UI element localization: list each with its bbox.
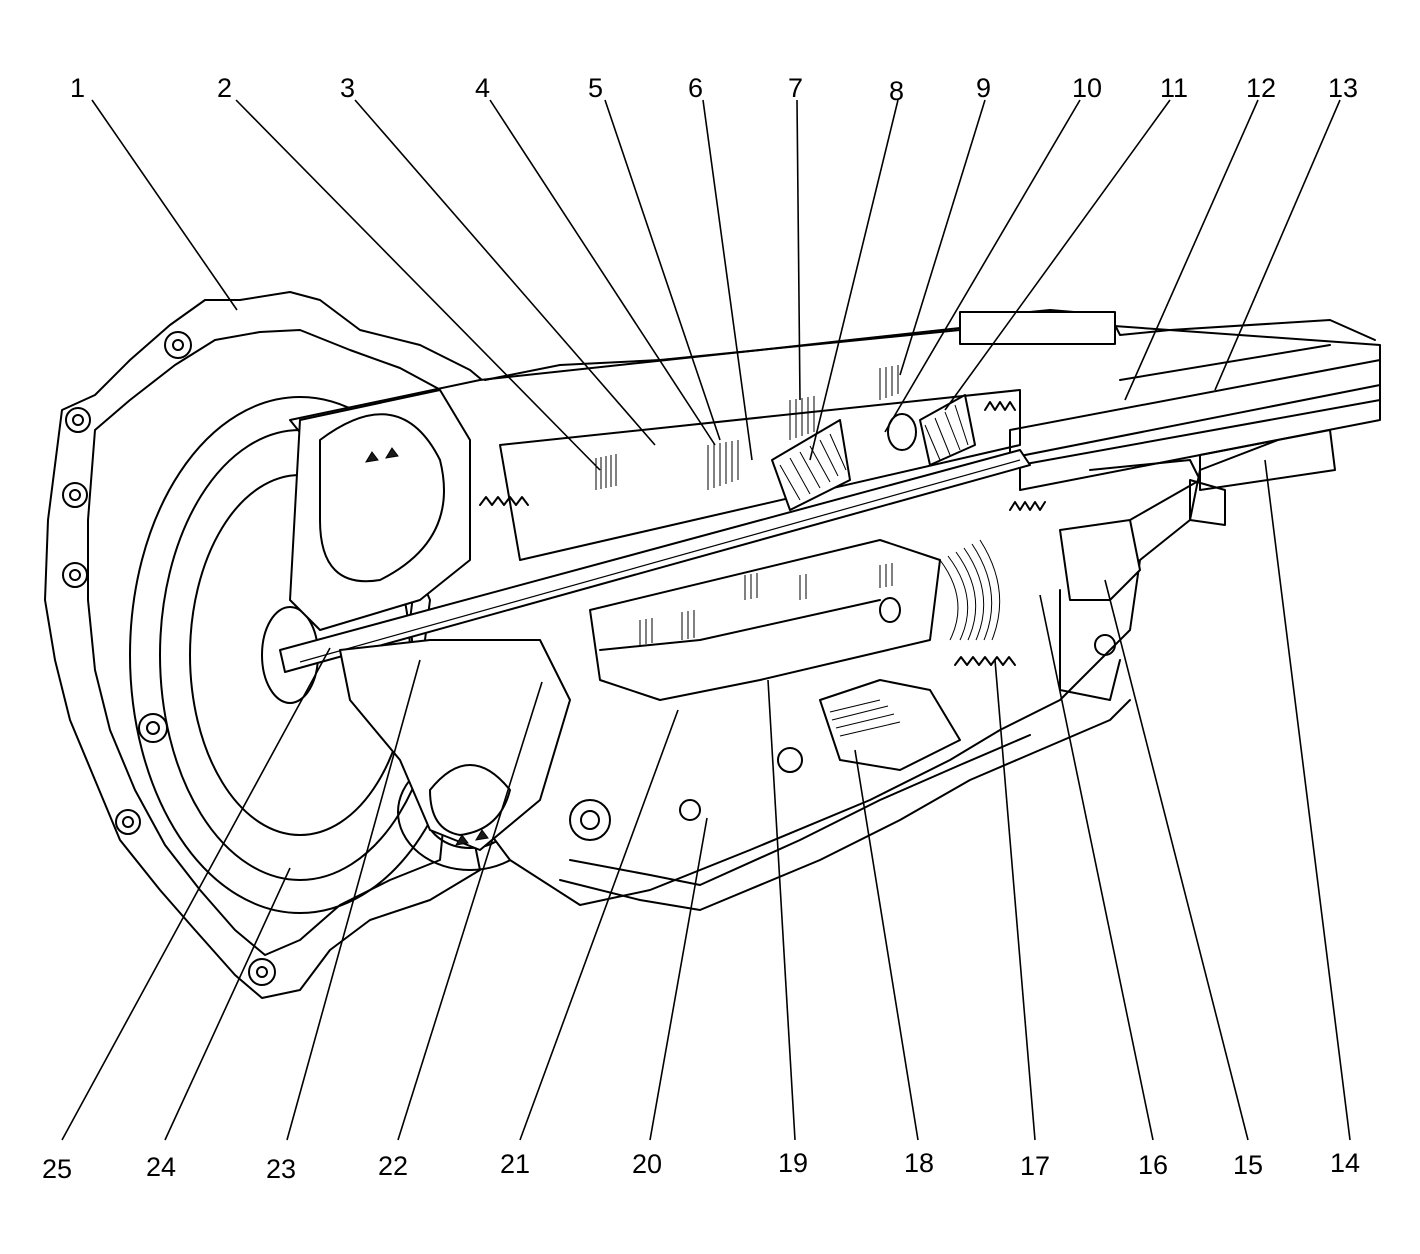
callout-3: 3 (340, 73, 355, 103)
callout-8: 8 (889, 76, 904, 106)
callout-4: 4 (475, 73, 490, 103)
callout-15: 15 (1233, 1150, 1263, 1180)
main-shaft (279, 449, 1031, 673)
oil-pan-edge (559, 699, 1131, 911)
leader-13 (1214, 99, 1341, 391)
leader-16 (1039, 594, 1154, 1141)
leader-19 (767, 679, 796, 1141)
leader-1 (91, 99, 238, 311)
leader-7 (796, 99, 801, 401)
callout-7: 7 (788, 73, 803, 103)
callout-11: 11 (1160, 73, 1188, 103)
callout-13: 13 (1328, 73, 1358, 103)
callout-12: 12 (1246, 73, 1276, 103)
leader-3 (354, 99, 656, 446)
front-pump (289, 389, 1116, 851)
leader-14 (1264, 459, 1351, 1141)
leader-21 (519, 709, 679, 1141)
leader-4 (489, 99, 716, 446)
callout-5: 5 (588, 73, 603, 103)
callout-21: 21 (500, 1149, 530, 1179)
leader-8 (809, 99, 899, 461)
callout-18: 18 (904, 1148, 934, 1178)
leader-2 (235, 99, 601, 471)
leader-22 (397, 681, 543, 1141)
callout-2: 2 (217, 73, 232, 103)
leader-24 (164, 867, 291, 1141)
leader-lines (61, 99, 1351, 1141)
callout-20: 20 (632, 1149, 662, 1179)
bolt-bosses (62, 331, 398, 986)
leader-5 (604, 99, 721, 441)
leader-20 (649, 817, 708, 1141)
case-top-boss (959, 311, 1116, 345)
callout-19: 19 (778, 1148, 808, 1178)
transmission-illustration (44, 291, 1381, 999)
callout-22: 22 (378, 1151, 408, 1181)
callout-1: 1 (70, 73, 85, 103)
callout-23: 23 (266, 1154, 296, 1184)
callout-9: 9 (976, 73, 991, 103)
leader-12 (1124, 99, 1259, 401)
callout-labels: 1 2 3 4 5 6 7 8 9 10 11 12 13 14 15 16 1… (42, 73, 1360, 1184)
lower-drum-and-valve-body (589, 539, 1001, 771)
rear-extension-housing (1059, 459, 1226, 701)
leader-25 (61, 647, 331, 1141)
leader-17 (994, 659, 1036, 1141)
callout-6: 6 (688, 73, 703, 103)
callout-16: 16 (1138, 1150, 1168, 1180)
leader-11 (944, 99, 1171, 411)
callout-25: 25 (42, 1154, 72, 1184)
leader-15 (1104, 579, 1249, 1141)
callout-10: 10 (1072, 73, 1102, 103)
callout-14: 14 (1330, 1148, 1360, 1178)
leader-18 (854, 749, 919, 1141)
leader-10 (884, 99, 1081, 433)
upper-clutch-packs (479, 365, 1046, 666)
leader-6 (702, 99, 753, 461)
leader-9 (899, 99, 986, 376)
callout-24: 24 (146, 1152, 176, 1182)
callout-17: 17 (1020, 1151, 1050, 1181)
leader-23 (286, 659, 421, 1141)
